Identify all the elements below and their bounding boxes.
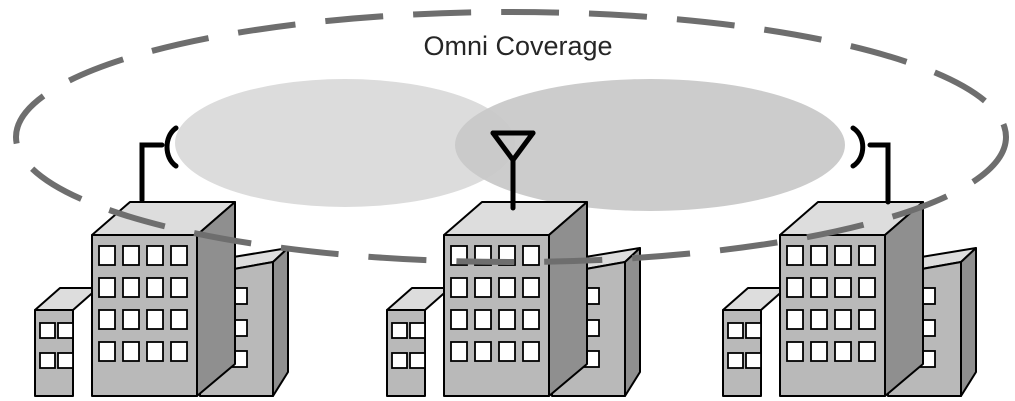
building-left	[34, 201, 289, 397]
directional-antenna-left-building-icon	[139, 125, 179, 203]
directional-coverage-lobes	[175, 79, 845, 211]
left-directional-lobe	[175, 79, 515, 207]
building-center	[386, 201, 641, 397]
directional-antenna-right-building-icon	[850, 125, 891, 205]
right-directional-lobe	[455, 79, 845, 211]
omni-coverage-ring	[13, 9, 1009, 265]
omni-coverage-label: Omni Coverage	[423, 31, 612, 61]
omni-antenna-icon	[490, 130, 536, 211]
